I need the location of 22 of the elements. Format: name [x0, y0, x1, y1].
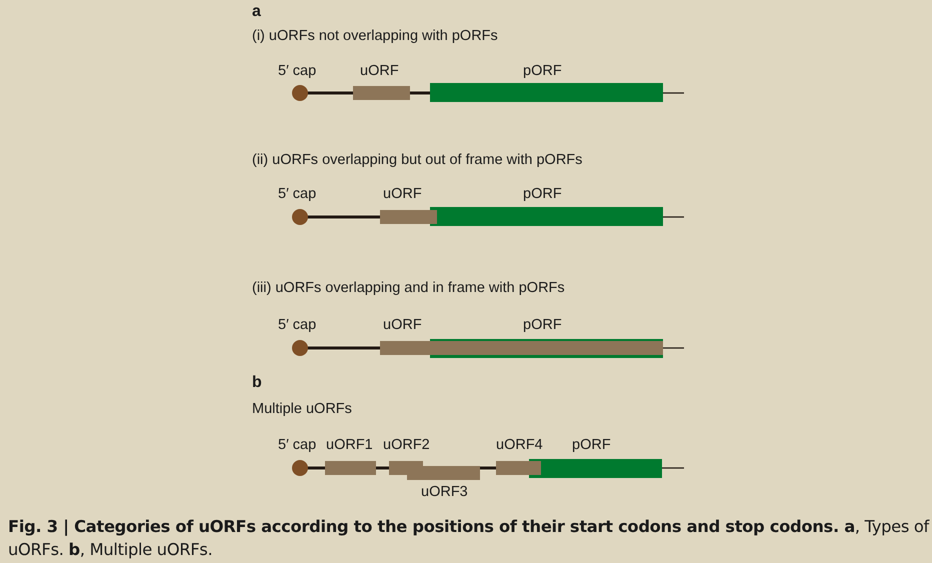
- figure-caption: Fig. 3 | Categories of uORFs according to the positions of their start codons and stop codons. a, Types of uORFs. b, Multiple uORFs.: [8, 516, 930, 561]
- part-label: uORF: [383, 316, 422, 334]
- part-label: pORF: [572, 436, 611, 454]
- part-label: pORF: [523, 62, 562, 80]
- part-label: uORF4: [496, 436, 543, 454]
- part-label: 5′ cap: [278, 185, 316, 203]
- part-label: pORF: [523, 316, 562, 334]
- part-label: uORF: [360, 62, 399, 80]
- part-label: uORF1: [326, 436, 373, 454]
- part-label: uORF3: [421, 483, 468, 501]
- part-label: uORF: [383, 185, 422, 203]
- part-label: 5′ cap: [278, 316, 316, 334]
- panel-letter: a: [252, 3, 261, 21]
- part-label: 5′ cap: [278, 62, 316, 80]
- panel-heading: (i) uORFs not overlapping with pORFs: [252, 27, 498, 45]
- panel-heading: (iii) uORFs overlapping and in frame with pORFs: [252, 279, 565, 297]
- part-label: 5′ cap: [278, 436, 316, 454]
- panel-letter: b: [252, 374, 262, 392]
- panel-heading: Multiple uORFs: [252, 400, 352, 418]
- part-label: pORF: [523, 185, 562, 203]
- panel-heading: (ii) uORFs overlapping but out of frame with pORFs: [252, 151, 582, 169]
- part-label: uORF2: [383, 436, 430, 454]
